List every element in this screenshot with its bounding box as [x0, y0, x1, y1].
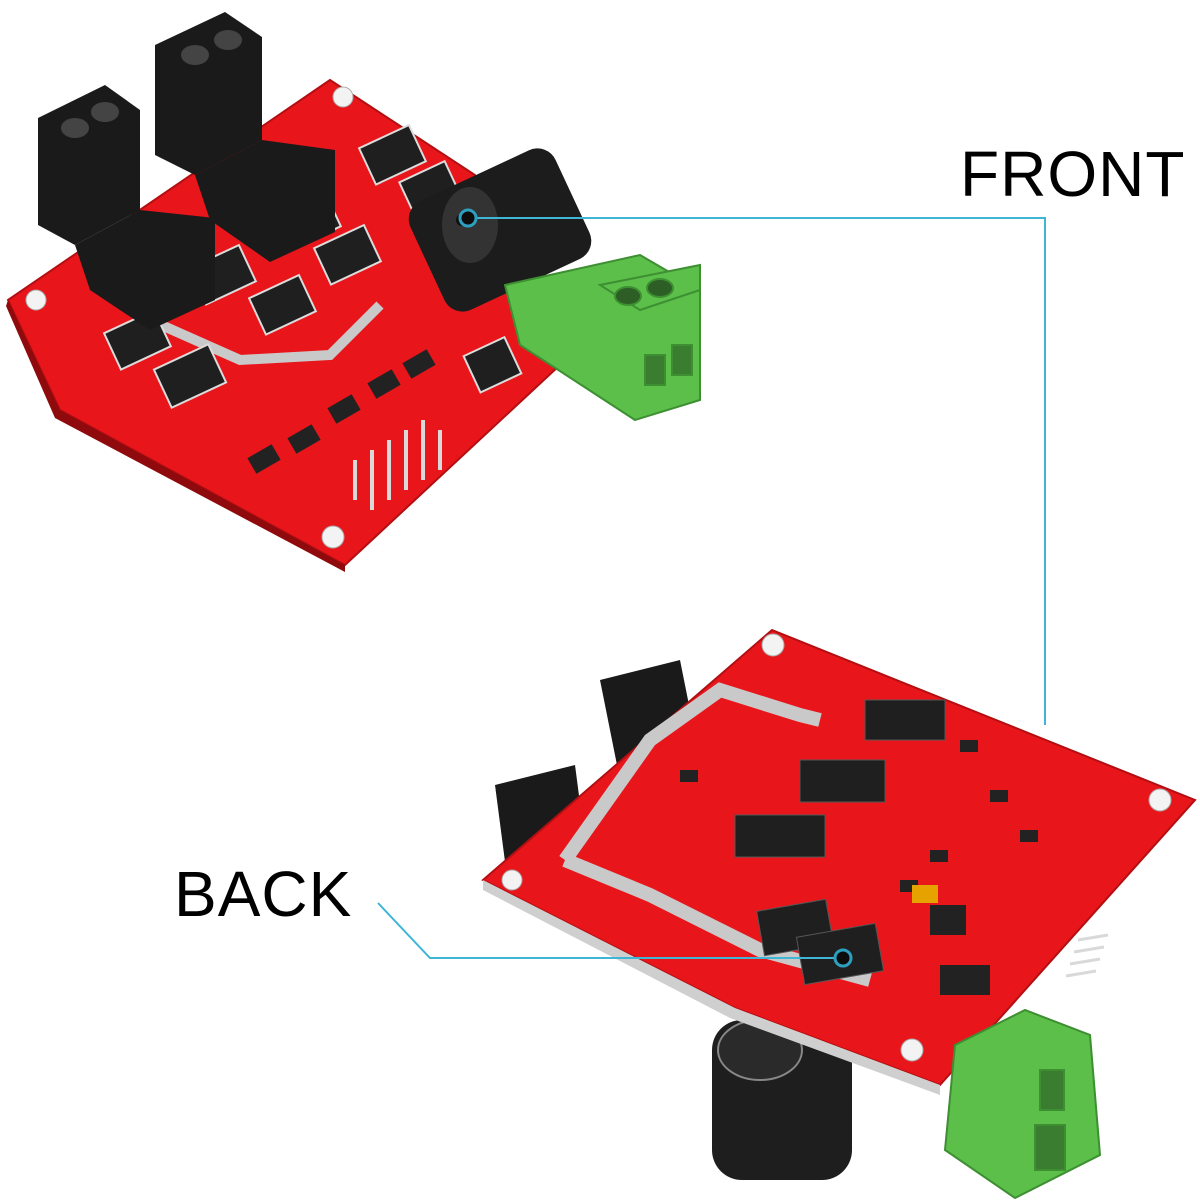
- front-board: [6, 12, 701, 572]
- back-leader-line: [377, 902, 853, 968]
- back-green-terminal: [943, 1008, 1102, 1200]
- back-board: [481, 628, 1197, 1200]
- back-pcb: [481, 628, 1197, 1087]
- back-capacitor: [712, 1019, 852, 1180]
- front-green-terminal: [503, 253, 701, 422]
- front-leader-line: [458, 208, 1046, 725]
- back-label: BACK: [174, 858, 353, 930]
- front-label: FRONT: [960, 138, 1186, 210]
- front-black-terminal-2: [155, 12, 335, 262]
- front-black-terminal-1: [38, 85, 215, 330]
